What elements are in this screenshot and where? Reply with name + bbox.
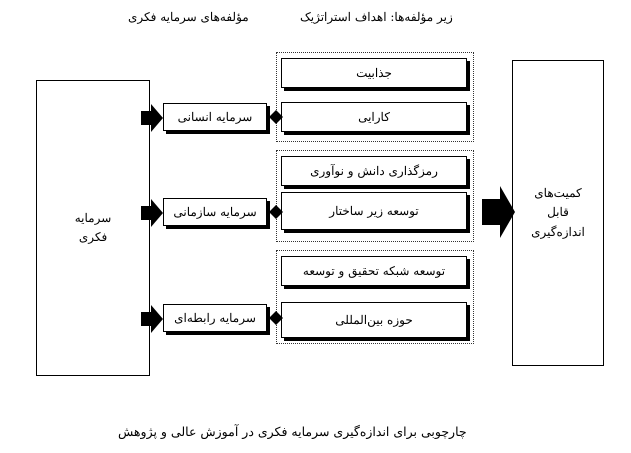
component-label: سرمایه سازمانی — [173, 205, 257, 219]
subcomponent-label: توسعه شبکه تحقیق و توسعه — [302, 264, 446, 278]
measurable-line3: اندازه‌گیری — [531, 224, 585, 239]
subcomponent-international: حوزه بین‌المللی — [281, 302, 467, 338]
diamond-connector-relational-icon — [269, 311, 283, 325]
arrow-to-measurable-quantities-icon — [482, 186, 515, 238]
human-capital-subgroup — [276, 52, 474, 142]
figure-caption: چارچوبی برای اندازه‌گیری سرمایه فکری در … — [118, 424, 467, 439]
arrow-to-structural-capital-icon — [141, 199, 163, 227]
intellectual-capital-line2: فکری — [78, 230, 108, 244]
intellectual-capital-line1: سرمایه — [74, 210, 112, 225]
diamond-connector-human-icon — [269, 110, 283, 124]
arrow-to-relational-capital-icon — [141, 305, 163, 333]
component-human-capital: سرمایه انسانی — [163, 103, 267, 131]
relational-capital-subgroup — [276, 250, 474, 344]
subcomponent-label: حوزه بین‌المللی — [335, 313, 413, 327]
subcomponent-label: توسعه زیر ساختار — [329, 204, 419, 218]
subcomponent-attractiveness: جذابیت — [281, 58, 467, 88]
component-relational-capital: سرمایه رابطه‌ای — [163, 304, 267, 332]
subcomponent-infrastructure: توسعه زیر ساختار — [281, 192, 467, 230]
measurable-line2: قابل — [547, 205, 569, 220]
header-subcomponents-label: زیر مؤلفه‌ها: اهداف استراتژیک — [300, 10, 453, 24]
subcomponent-rd-network: توسعه شبکه تحقیق و توسعه — [281, 256, 467, 286]
intellectual-capital-box: سرمایه فکری — [36, 80, 150, 376]
subcomponent-efficiency: کارایی — [281, 102, 467, 132]
subcomponent-label: کارایی — [358, 110, 390, 124]
component-structural-capital: سرمایه سازمانی — [163, 198, 267, 226]
subcomponent-knowledge-coding: رمزگذاری دانش و نوآوری — [281, 156, 467, 186]
subcomponent-label: جذابیت — [356, 66, 392, 80]
component-label: سرمایه رابطه‌ای — [174, 311, 256, 325]
arrow-to-human-capital-icon — [141, 104, 163, 132]
component-label: سرمایه انسانی — [177, 110, 253, 124]
structural-capital-subgroup — [276, 150, 474, 242]
diamond-connector-structural-icon — [269, 205, 283, 219]
header-components-label: مؤلفه‌های سرمایه فکری — [128, 10, 249, 24]
subcomponent-label: رمزگذاری دانش و نوآوری — [310, 164, 438, 178]
measurable-line1: کمیت‌های — [534, 186, 582, 201]
measurable-quantities-box: کمیت‌های قابل اندازه‌گیری — [512, 60, 604, 366]
